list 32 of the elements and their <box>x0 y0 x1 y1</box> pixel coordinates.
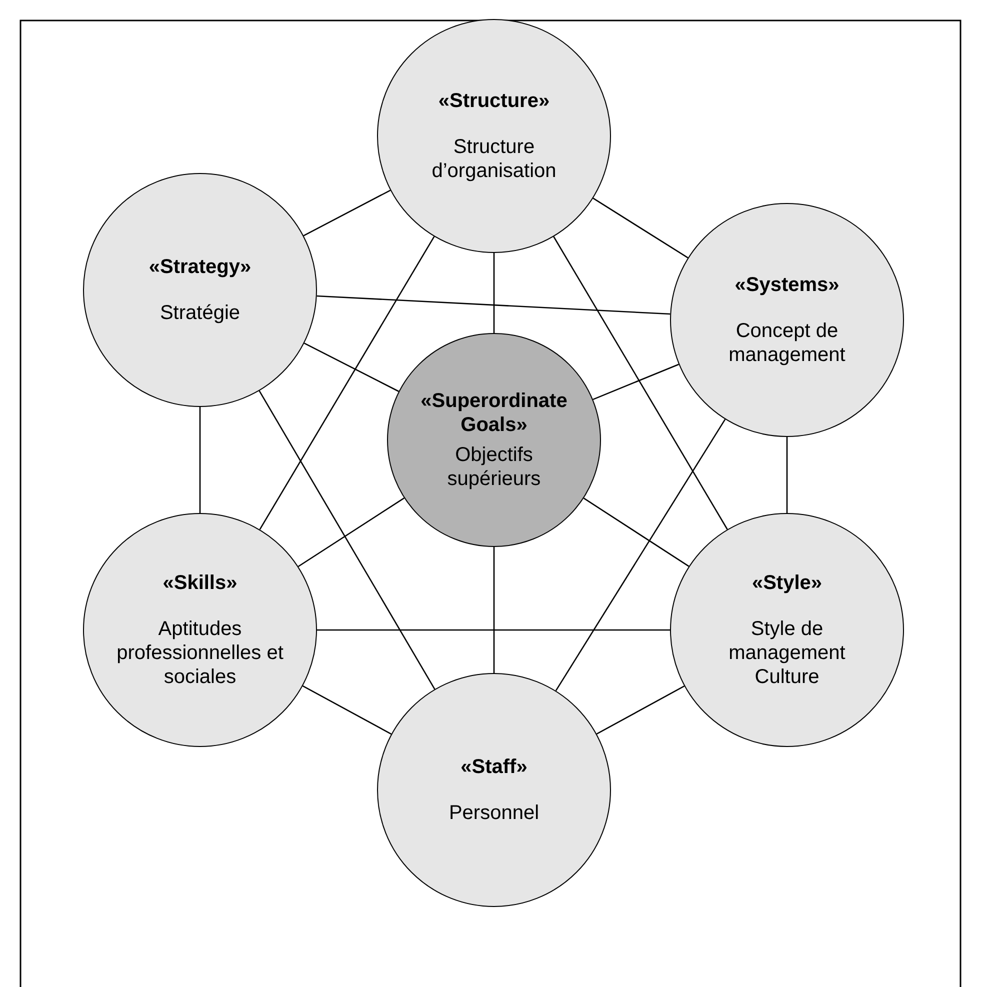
node-text: Style de management Culture <box>728 617 846 689</box>
connector-line <box>786 437 788 513</box>
connector-line <box>298 498 404 568</box>
connector-line <box>302 685 392 735</box>
node-heading: «Strategy» <box>148 255 252 279</box>
node-text: Aptitudes professionnelles et sociales <box>116 617 284 689</box>
connector-line <box>592 198 688 258</box>
connector-line <box>258 390 436 690</box>
connector-line <box>493 547 495 673</box>
connector-line <box>553 236 728 530</box>
node-text: Personnel <box>448 801 540 825</box>
connector-line <box>304 342 399 392</box>
node-heading: «Superordinate Goals» <box>420 389 568 437</box>
node-heading: «Systems» <box>734 273 840 297</box>
node-heading: «Style» <box>752 571 822 595</box>
connector-line <box>596 686 685 734</box>
node-heading: «Staff» <box>460 755 528 779</box>
node-text: Structure d’organisation <box>430 135 558 183</box>
connector-line <box>583 498 690 567</box>
node-text: Objectifs supérieurs <box>446 443 542 491</box>
node-text: Concept de management <box>728 319 846 367</box>
connector-line <box>303 190 391 236</box>
connector-line <box>592 364 679 400</box>
connector-line <box>317 629 670 631</box>
connector-line <box>316 295 670 315</box>
connector-line <box>259 236 435 530</box>
connector-line <box>199 407 201 513</box>
node-heading: «Structure» <box>438 89 550 113</box>
node-heading: «Skills» <box>162 571 238 595</box>
connector-line <box>555 418 726 692</box>
node-text: Stratégie <box>160 301 240 325</box>
connector-line <box>493 253 495 333</box>
